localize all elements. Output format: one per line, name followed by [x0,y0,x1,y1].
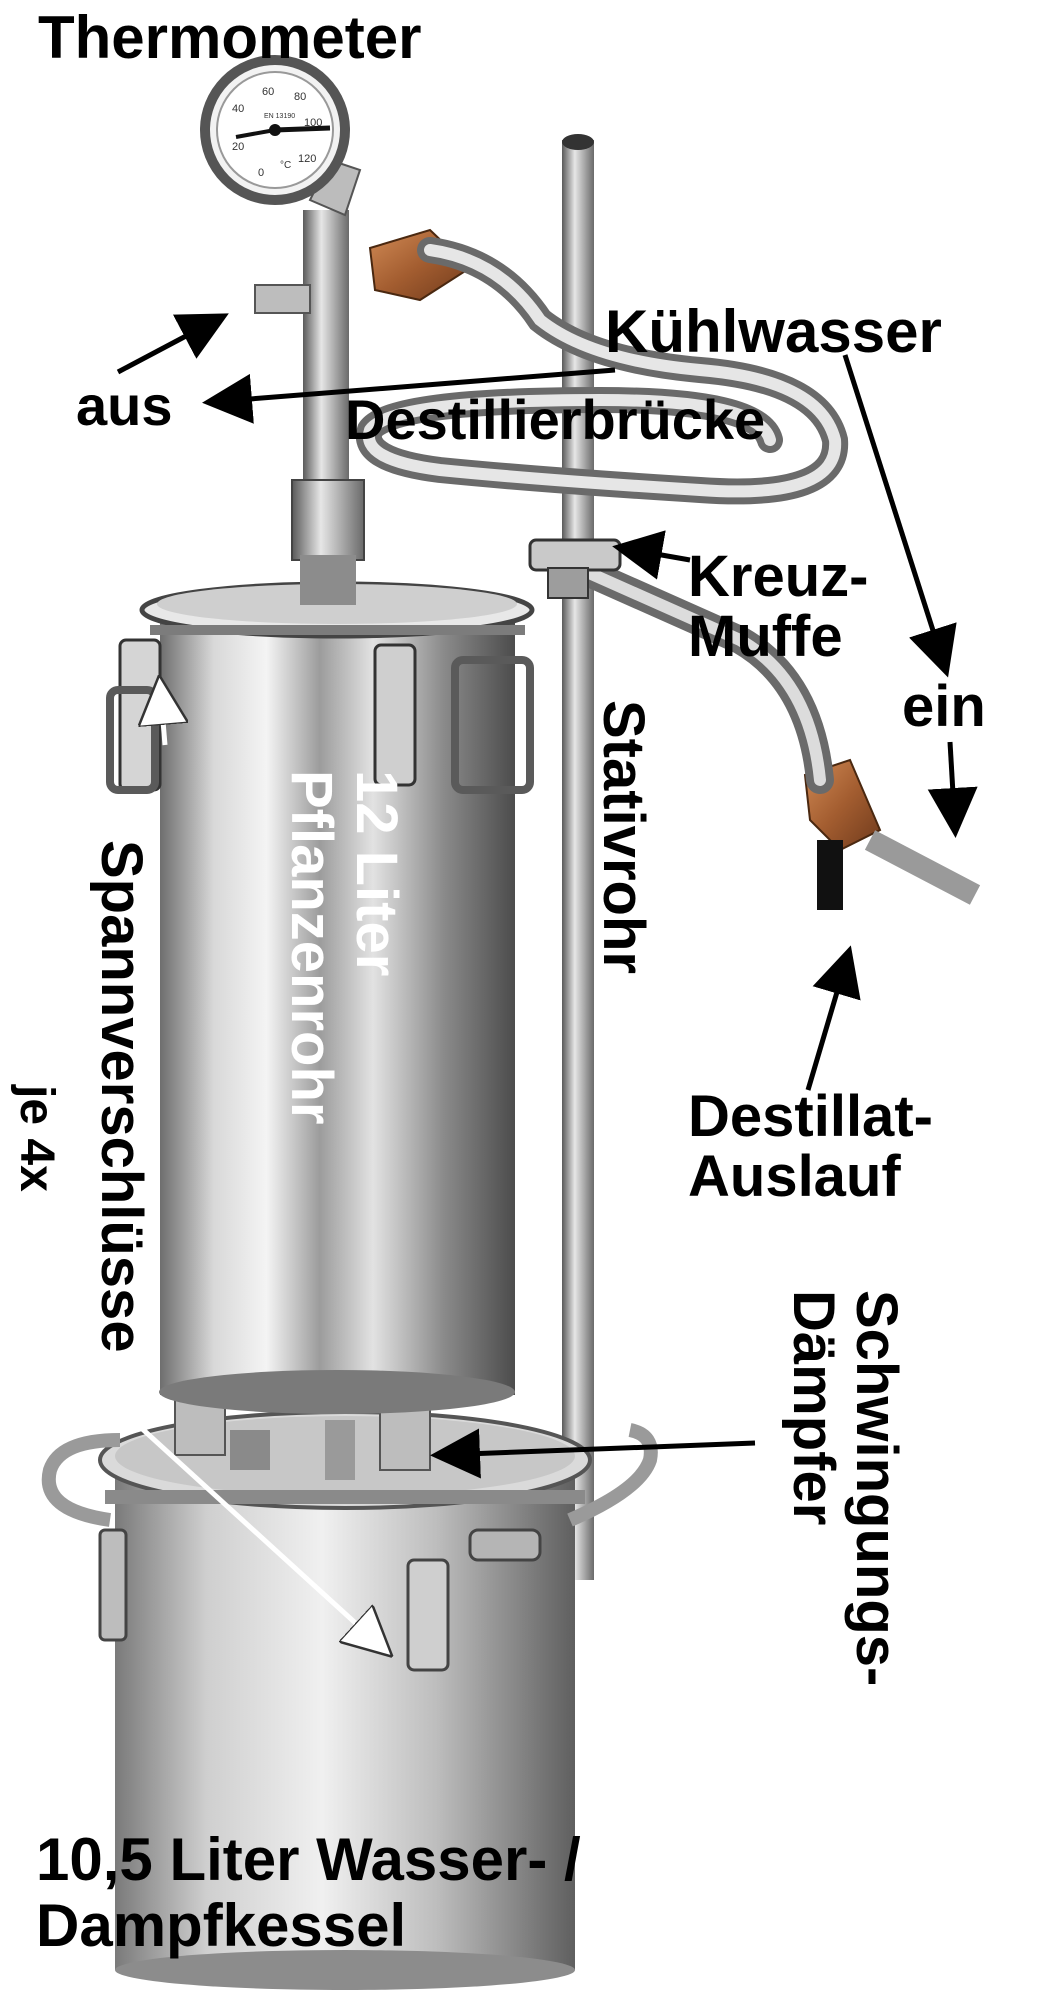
gauge-tick-100: 100 [304,117,322,129]
arrow-bridge-to-aus [202,367,616,424]
label-kuehlwasser: Kühlwasser [605,298,942,365]
riser-pipe [254,158,365,605]
label-spannverschluesse: Spannverschlüsse [89,840,154,1353]
label-schwingungs: Schwingungs- [844,1290,909,1687]
arrow-kuehlwasser-ein [842,354,957,678]
arrow-destillat-auslauf [805,945,861,1091]
stand-rod [562,134,594,1580]
distillation-bridge-coil [355,237,981,910]
arrow-ein-to-inlet [927,741,978,838]
callout-arrows [116,313,978,1479]
arrow-aus-to-outlet [116,313,229,375]
gauge-tick-20: 20 [232,141,244,153]
label-aus: aus [76,374,173,437]
label-auslauf: Auslauf [688,1144,901,1209]
gauge-tick-80: 80 [294,91,306,103]
gauge-tick-60: 60 [262,86,274,98]
gauge-tick-120: 120 [298,153,316,165]
gauge-unit: °C [280,160,291,171]
gauge-model: EN 13190 [264,113,295,120]
thermometer-gauge: 20 40 60 80 100 120 0 °C EN 13190 [200,55,350,205]
label-je-4x: je 4x [10,1085,63,1192]
label-stativrohr: Stativrohr [591,700,656,974]
plant-column [106,581,535,1414]
gauge-tick-0: 0 [258,167,264,179]
label-ein: ein [902,674,986,739]
label-pflanzenrohr: Pflanzenrohr [279,770,344,1125]
arrow-daempfer [430,1428,756,1479]
label-muffe: Muffe [688,604,843,669]
label-kessel-line1: 10,5 Liter Wasser- / [36,1826,581,1893]
cross-clamp [528,538,622,599]
label-destillat: Destillat- [688,1084,933,1149]
label-kessel-line2: Dampfkessel [36,1892,407,1959]
label-12-liter: 12 Liter [344,770,409,977]
gauge-tick-40: 40 [232,103,244,115]
callout-arrows-white [136,685,385,1650]
arrow-spannverschluss-bottom [136,1423,385,1650]
label-thermometer: Thermometer [38,4,422,71]
arrow-spannverschluss-top [160,685,165,746]
label-daempfer: Dämpfer [781,1290,846,1526]
label-destillierbruecke: Destillierbrücke [345,388,766,451]
arrow-kreuzmuffe [612,530,691,580]
label-kreuz: Kreuz- [688,544,869,609]
